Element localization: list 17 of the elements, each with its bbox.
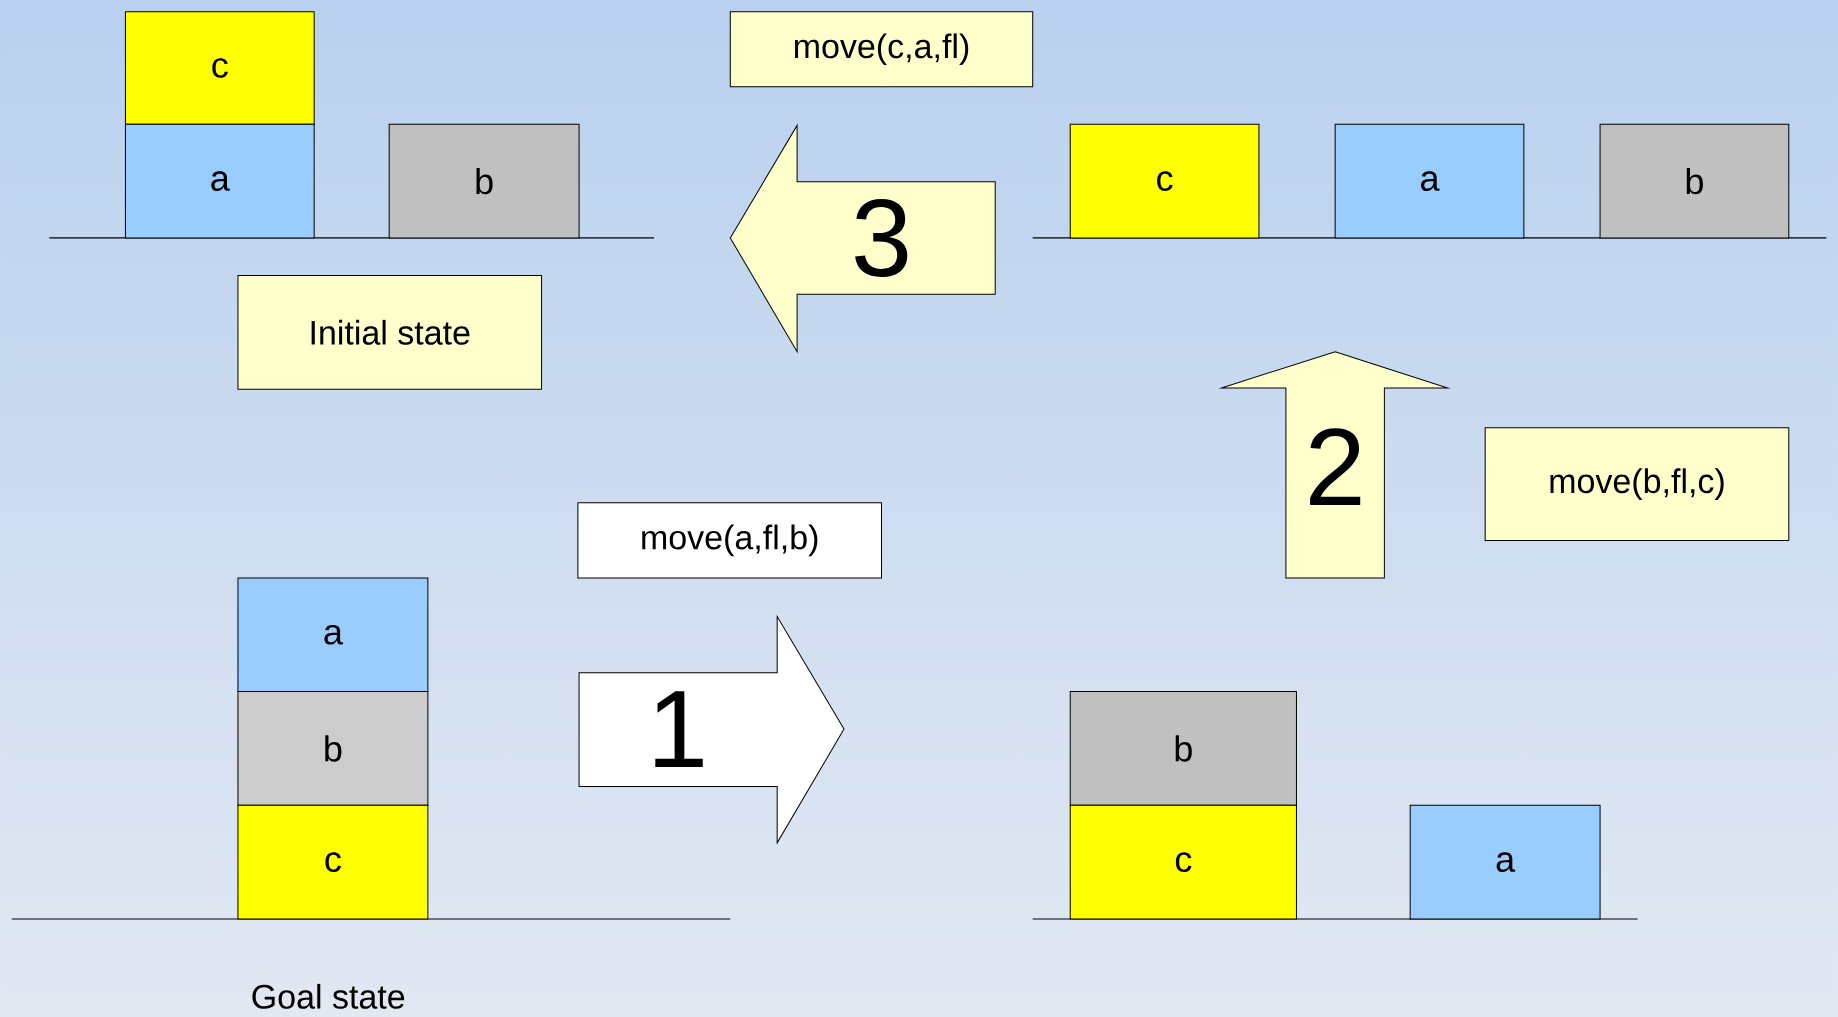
block: a bbox=[124, 123, 315, 239]
block: c bbox=[1069, 123, 1260, 239]
block: a bbox=[1409, 804, 1601, 920]
label-box: move(c,a,fl) bbox=[729, 11, 1034, 87]
block: c bbox=[1069, 804, 1297, 920]
block: c bbox=[124, 11, 315, 125]
block: b bbox=[1599, 123, 1790, 239]
block: b bbox=[1069, 690, 1297, 806]
caption-text: Goal state bbox=[252, 983, 405, 1009]
label-box: move(a,fl,b) bbox=[577, 502, 882, 579]
block: a bbox=[1334, 123, 1525, 239]
block: a bbox=[237, 577, 429, 692]
block: c bbox=[237, 804, 429, 920]
block: b bbox=[237, 690, 429, 806]
label-box: Initial state bbox=[237, 274, 543, 390]
block: b bbox=[388, 123, 580, 239]
label-box: move(b,fl,c) bbox=[1484, 427, 1790, 541]
